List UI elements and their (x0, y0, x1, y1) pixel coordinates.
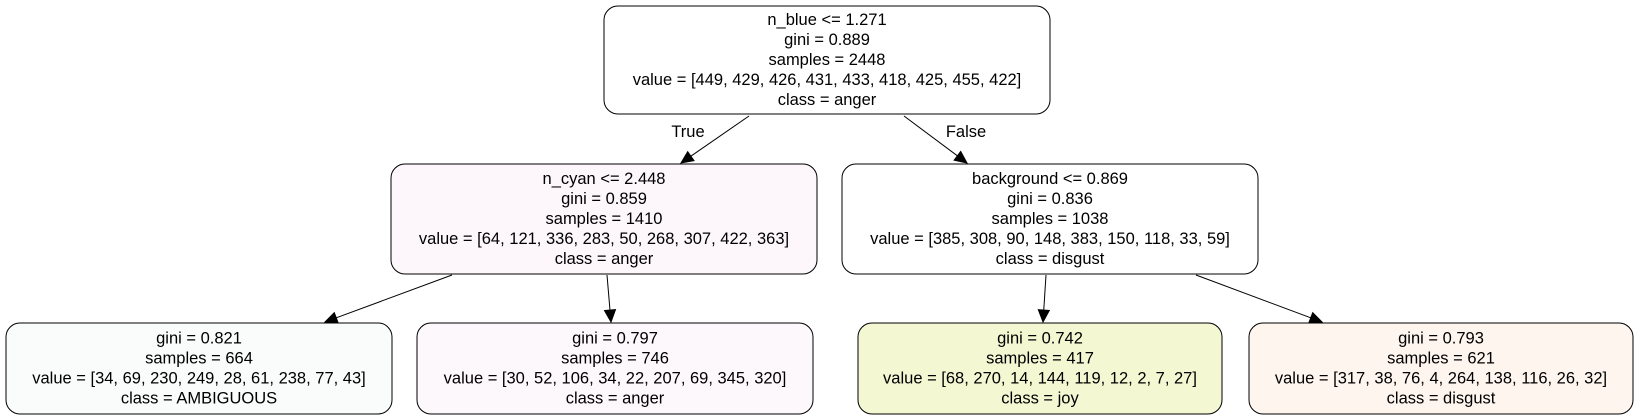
node-line: gini = 0.793 (1398, 330, 1484, 348)
node-line: value = [317, 38, 76, 4, 264, 138, 116, … (1275, 370, 1607, 388)
node-box (603, 5, 1051, 115)
node-box (416, 322, 814, 415)
node-box (5, 322, 393, 415)
node-line: samples = 621 (1387, 350, 1495, 368)
arrowhead-icon (1037, 309, 1051, 324)
node-line: value = [68, 270, 14, 144, 119, 12, 2, 7… (883, 370, 1197, 388)
tree-node-left: n_cyan <= 2.448 gini = 0.859 samples = 141… (390, 163, 818, 275)
arrowhead-icon (323, 311, 339, 324)
edge-line (903, 115, 958, 157)
edge-label: False (946, 123, 986, 141)
tree-node-leaf-ambiguous: gini = 0.821 samples = 664 value = [34, 69… (5, 322, 393, 415)
edge-left-to-leaf-ambiguous (323, 274, 453, 324)
node-line: gini = 0.836 (1007, 190, 1093, 208)
node-line: samples = 1038 (992, 210, 1109, 228)
node-line: background <= 0.869 (972, 170, 1128, 188)
tree-node-root: n_blue <= 1.271 gini = 0.889 samples = 244… (603, 5, 1051, 115)
node-line: samples = 417 (986, 350, 1094, 368)
arrowhead-icon (603, 309, 617, 324)
edge-right-to-leaf-joy (1037, 274, 1051, 324)
arrowhead-icon (680, 150, 695, 164)
node-line: samples = 2448 (769, 51, 886, 69)
node-line: value = [30, 52, 106, 34, 22, 207, 69, 3… (444, 370, 787, 388)
tree-node-leaf-joy: gini = 0.742 samples = 417 value = [68, 27… (857, 322, 1223, 415)
edge-label: True (671, 123, 704, 141)
edge-root-to-right: False (903, 115, 986, 164)
node-line: samples = 1410 (546, 210, 663, 228)
node-line: gini = 0.797 (572, 330, 658, 348)
node-line: gini = 0.742 (997, 330, 1083, 348)
node-box (1248, 322, 1634, 415)
nodes-layer: n_blue <= 1.271 gini = 0.889 samples = 244… (5, 5, 1634, 415)
node-line: class = anger (778, 91, 877, 109)
node-box (841, 163, 1259, 275)
edge-line (1043, 274, 1047, 311)
edge-right-to-leaf-disgust (1195, 274, 1324, 324)
node-line: value = [449, 429, 426, 431, 433, 418, 4… (633, 71, 1022, 89)
edge-root-to-left: True (671, 115, 750, 164)
node-line: value = [34, 69, 230, 249, 28, 61, 238, … (32, 370, 365, 388)
node-box (857, 322, 1223, 415)
node-line: value = [64, 121, 336, 283, 50, 268, 307… (419, 230, 789, 248)
edge-left-to-leaf-anger (603, 274, 617, 324)
node-line: n_cyan <= 2.448 (543, 170, 666, 188)
node-line: n_blue <= 1.271 (767, 11, 886, 29)
node-line: samples = 664 (145, 350, 253, 368)
node-line: class = disgust (996, 250, 1105, 268)
node-line: gini = 0.859 (561, 190, 647, 208)
node-line: class = anger (555, 250, 654, 268)
edge-line (336, 274, 453, 319)
node-line: gini = 0.821 (156, 330, 242, 348)
node-line: class = joy (1001, 390, 1079, 408)
node-line: value = [385, 308, 90, 148, 383, 150, 11… (870, 230, 1230, 248)
edge-line (690, 115, 750, 157)
arrowhead-icon (1308, 311, 1324, 324)
tree-node-leaf-anger: gini = 0.797 samples = 746 value = [30, 52… (416, 322, 814, 415)
node-line: gini = 0.889 (784, 31, 870, 49)
node-line: samples = 746 (561, 350, 669, 368)
tree-node-right: background <= 0.869 gini = 0.836 samples =… (841, 163, 1259, 275)
node-line: class = disgust (1387, 390, 1496, 408)
edge-line (1195, 274, 1311, 319)
edge-line (606, 274, 611, 311)
node-box (390, 163, 818, 275)
node-line: class = anger (566, 390, 665, 408)
tree-node-leaf-disgust: gini = 0.793 samples = 621 value = [317, 3… (1248, 322, 1634, 415)
arrowhead-icon (953, 150, 968, 164)
node-line: class = AMBIGUOUS (121, 390, 277, 408)
